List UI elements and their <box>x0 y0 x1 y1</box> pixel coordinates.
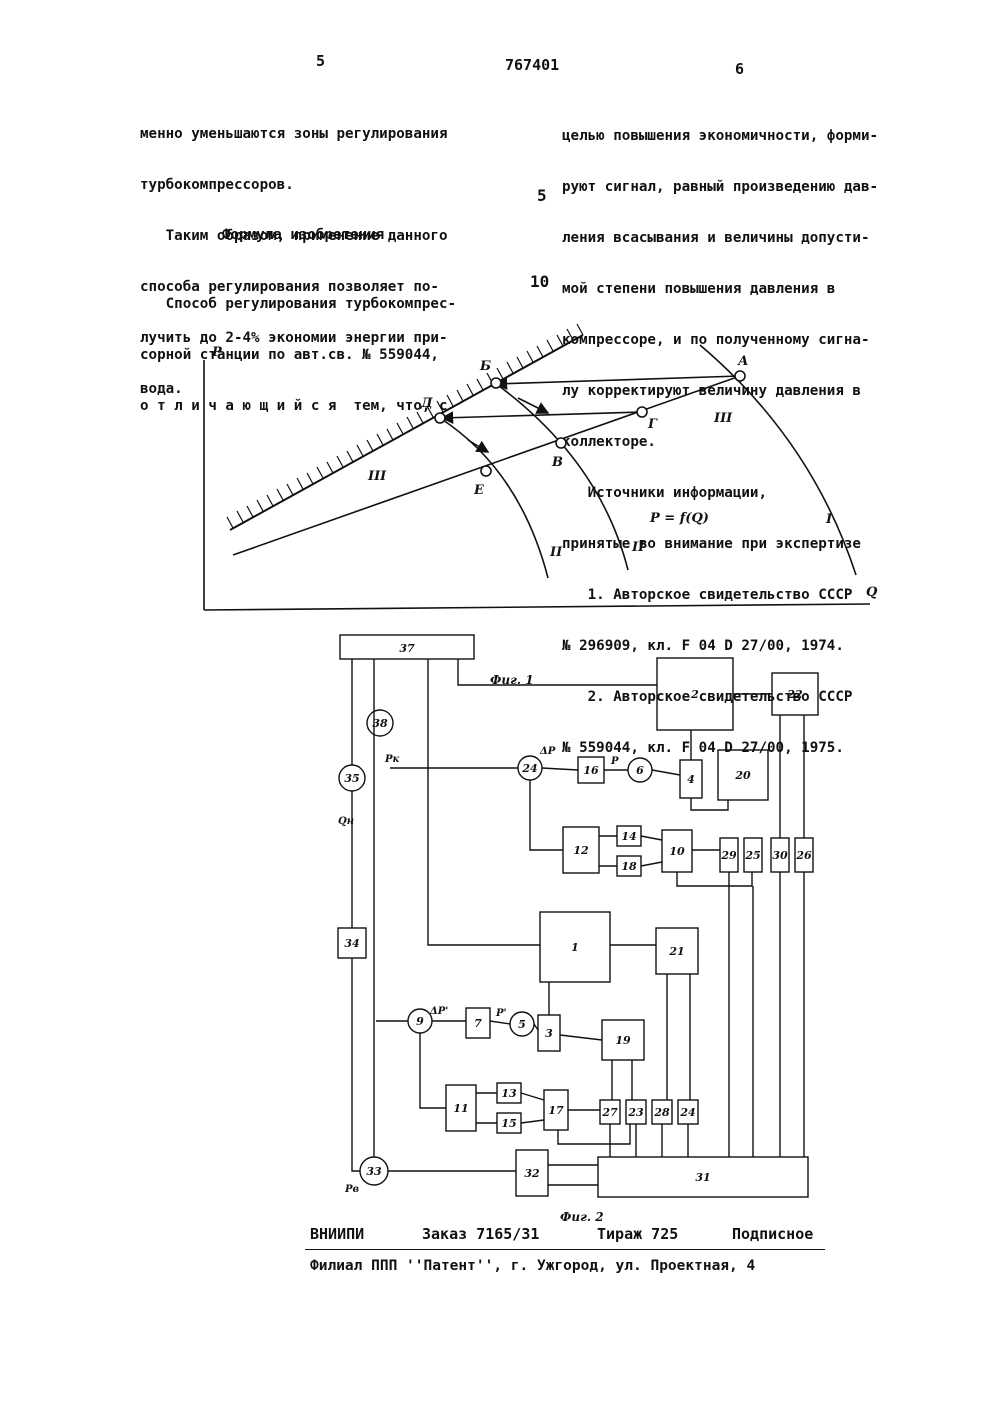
signal-dp1: ΔP' <box>429 1006 448 1017</box>
point-g <box>637 407 647 417</box>
label-2: 2 <box>690 688 699 701</box>
point-d <box>435 413 445 423</box>
label-33: 33 <box>366 1165 382 1178</box>
label-38: 38 <box>372 717 388 730</box>
label-23: 23 <box>627 1106 644 1119</box>
label-22: 22 <box>786 688 803 701</box>
arrow-down-left <box>468 440 488 452</box>
label-18: 18 <box>621 860 637 873</box>
label-v: В <box>551 455 563 470</box>
label-14: 14 <box>621 830 636 843</box>
footer-subscription: Подписное <box>732 1225 813 1243</box>
label-13: 13 <box>501 1087 517 1100</box>
label-31: 31 <box>695 1171 710 1184</box>
point-b <box>491 378 501 388</box>
label-a: А <box>737 354 749 369</box>
label-25: 25 <box>744 849 760 862</box>
label-34: 34 <box>344 937 359 950</box>
figure-2-caption: Фиг. 2 <box>560 1210 604 1224</box>
figure-1-labels: P Q А Б Д Г В Е I II II III III P = f(Q) <box>211 345 878 600</box>
label-20: 20 <box>734 769 751 782</box>
label-15: 15 <box>501 1117 516 1130</box>
curve-ii-left <box>440 418 548 578</box>
axis-label-q: Q <box>866 585 878 600</box>
formula-label: P = f(Q) <box>649 511 709 526</box>
signal-qn: Qн <box>338 816 354 827</box>
arrow-a-b <box>496 376 740 384</box>
q-axis <box>204 604 870 610</box>
point-v <box>556 438 566 448</box>
label-1: 1 <box>571 941 579 954</box>
label-26: 26 <box>795 849 812 862</box>
point-e <box>481 466 491 476</box>
footer-divider <box>305 1249 825 1250</box>
label-g: Г <box>647 417 658 432</box>
label-b: Б <box>479 359 491 374</box>
figure-2-signals: Pк ΔP P Qн ΔP' P' Pв <box>338 746 619 1195</box>
point-a <box>735 371 745 381</box>
label-curve-ii-a: II <box>549 545 563 560</box>
label-24: 24 <box>679 1106 695 1119</box>
curve-i <box>700 345 856 575</box>
label-6: 6 <box>636 764 644 777</box>
arrow-g-d <box>442 412 642 418</box>
label-5: 5 <box>518 1018 526 1031</box>
label-35: 35 <box>344 772 359 785</box>
label-9: 9 <box>416 1015 424 1028</box>
label-12: 12 <box>573 844 589 857</box>
surge-hatching <box>227 324 583 528</box>
signal-p: P <box>610 756 619 767</box>
label-16: 16 <box>583 764 599 777</box>
label-17: 17 <box>548 1104 564 1117</box>
label-21: 21 <box>668 945 684 958</box>
signal-pk: Pк <box>384 754 400 765</box>
signal-pv: Pв <box>344 1184 360 1195</box>
label-37: 37 <box>399 642 415 655</box>
label-3: 3 <box>545 1027 553 1040</box>
curve-ii-right <box>495 383 628 570</box>
figure-1 <box>204 324 870 610</box>
label-line-iii-b: III <box>367 469 387 484</box>
footer-branch: Филиал ППП ''Патент'', г. Ужгород, ул. П… <box>310 1258 755 1274</box>
label-27: 27 <box>601 1106 618 1119</box>
label-7: 7 <box>474 1017 482 1030</box>
label-19: 19 <box>615 1034 631 1047</box>
signal-dp: ΔP <box>539 746 556 757</box>
surge-line <box>230 335 583 530</box>
label-e: Е <box>473 483 485 498</box>
label-d: Д <box>420 396 433 411</box>
label-10: 10 <box>669 845 685 858</box>
label-24c: 24 <box>521 762 537 775</box>
label-curve-i: I <box>825 512 833 527</box>
label-28: 28 <box>653 1106 670 1119</box>
figure-2-labels: 37 2 22 38 35 24 16 6 4 20 12 14 18 10 2… <box>344 642 812 1184</box>
signal-p1: P' <box>495 1008 507 1019</box>
footer-order: Заказ 7165/31 <box>422 1225 539 1243</box>
label-11: 11 <box>453 1102 468 1115</box>
label-curve-ii-b: II <box>631 540 645 555</box>
label-29: 29 <box>720 849 737 862</box>
figure-2 <box>338 635 818 1197</box>
label-4: 4 <box>687 773 695 786</box>
axis-label-p: P <box>211 345 223 360</box>
footer-org: ВНИИПИ <box>310 1225 364 1243</box>
footer-print-run: Тираж 725 <box>597 1225 678 1243</box>
label-32: 32 <box>524 1167 540 1180</box>
label-line-iii-a: III <box>713 411 733 426</box>
figure-1-caption: Фиг. 1 <box>490 673 534 687</box>
label-30: 30 <box>772 849 788 862</box>
connections <box>352 659 804 1185</box>
